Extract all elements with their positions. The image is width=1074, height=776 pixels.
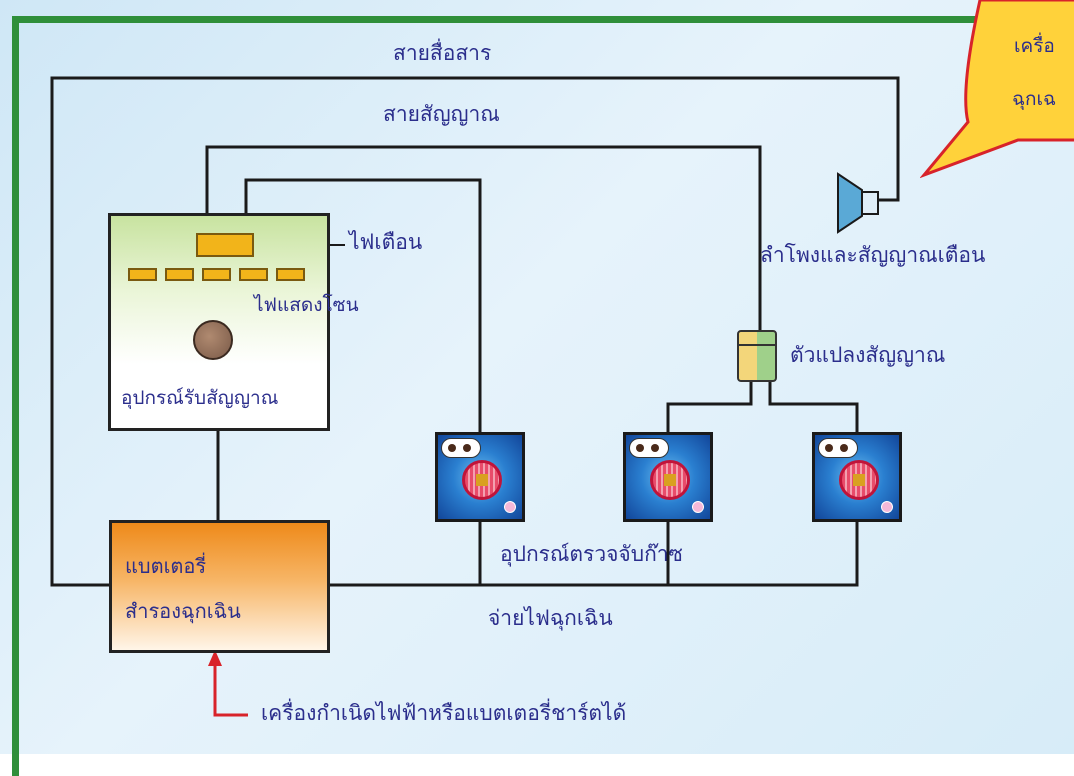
signal-line-label: สายสัญญาณ <box>383 102 500 126</box>
detector-status-dot <box>692 501 704 513</box>
charger-arrow-line <box>213 660 248 717</box>
warning-light-label: ไฟเตือน <box>349 230 423 254</box>
detector-sensor <box>462 460 502 500</box>
detector-status-dot <box>504 501 516 513</box>
zone-light <box>128 268 157 281</box>
zone-light <box>165 268 194 281</box>
detector1-signal-wire <box>244 178 482 433</box>
converter-branch-left <box>666 382 753 433</box>
comm-line-label: สายสื่อสาร <box>393 41 492 65</box>
signal-line-wire <box>205 145 762 330</box>
battery-label-line1: แบตเตอรี่ <box>125 554 207 578</box>
converter-branch-right <box>768 382 859 433</box>
detector-sensor <box>839 460 879 500</box>
zone-light <box>202 268 231 281</box>
emergency-battery <box>109 520 330 653</box>
warning-light <box>196 233 254 257</box>
emergency-power-label: จ่ายไฟฉุกเฉิน <box>488 606 613 630</box>
charger-arrow-head <box>208 650 222 666</box>
charger-label: เครื่องกำเนิดไฟฟ้าหรือแบตเตอรี่ชาร์ตได้ <box>261 701 627 725</box>
callout-text-line2: ฉุกเฉ <box>1012 88 1056 110</box>
callout-text-line1: เครื่อ <box>1014 35 1055 57</box>
detector-led-panel <box>441 438 481 458</box>
gas-detector-icon <box>623 432 713 522</box>
receiver-label: อุปกรณ์รับสัญญาณ <box>121 387 279 409</box>
comm-line-wire <box>50 76 900 587</box>
wiring <box>50 76 900 717</box>
speaker-label: ลำโพงและสัญญาณเตือน <box>760 243 986 267</box>
gas-detector-icon <box>812 432 902 522</box>
detector-led-panel <box>818 438 858 458</box>
alarm-knob-icon <box>193 320 233 360</box>
emergency-power-bus <box>330 520 859 587</box>
zone-lights-label: ไฟแสดงโซน <box>254 294 359 316</box>
detector-sensor <box>650 460 690 500</box>
converter-label: ตัวแปลงสัญญาณ <box>790 343 946 367</box>
detectors-label: อุปกรณ์ตรวจจับก๊าซ <box>500 542 683 566</box>
diagram-frame <box>12 16 1074 776</box>
zone-light <box>239 268 268 281</box>
speaker-icon <box>837 172 879 234</box>
signal-converter-icon <box>737 330 777 382</box>
callout-bubble <box>920 0 1074 179</box>
detector-led-panel <box>629 438 669 458</box>
zone-light <box>276 268 305 281</box>
battery-label-line2: สำรองฉุกเฉิน <box>125 599 241 623</box>
detector-status-dot <box>881 501 893 513</box>
gas-detector-icon <box>435 432 525 522</box>
